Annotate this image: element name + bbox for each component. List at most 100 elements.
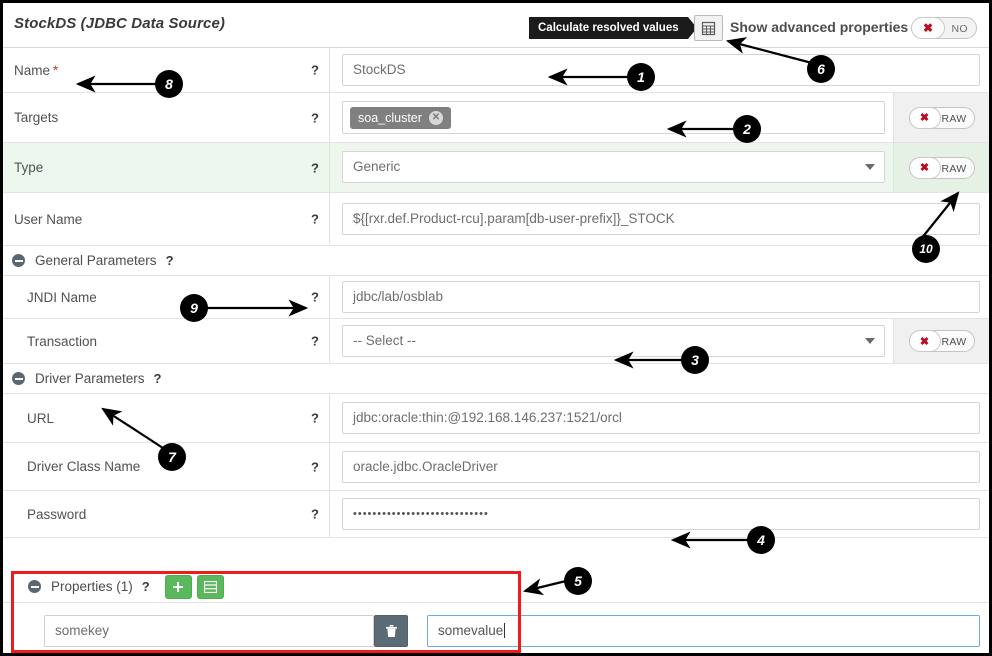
help-icon-general-parameters[interactable]: ? (165, 253, 174, 268)
page-title-name: StockDS (14, 15, 77, 32)
field-row-password: Password ? •••••••••••••••••••••••••••• (3, 491, 989, 538)
property-key-input[interactable]: somekey (44, 615, 374, 647)
plus-icon (173, 581, 184, 592)
section-title-properties: Properties (1) (51, 579, 133, 594)
trash-icon (385, 625, 397, 637)
section-header-properties[interactable]: Properties (1) ? (3, 571, 989, 603)
help-icon-password[interactable]: ? (311, 506, 319, 522)
annotation-badge-9: 9 (180, 294, 208, 322)
annotation-badge-1: 1 (627, 63, 655, 91)
driver-class-name-input[interactable]: oracle.jdbc.OracleDriver (342, 451, 980, 483)
field-label-cell-user-name: User Name ? (3, 193, 330, 245)
add-property-button[interactable] (164, 574, 192, 599)
field-label-cell-targets: Targets ? (3, 93, 330, 142)
raw-toggle-label: RAW (941, 336, 967, 348)
field-control-targets: soa_cluster ✕ ✖ RAW (330, 93, 989, 142)
section-header-general-parameters[interactable]: General Parameters ? (3, 246, 989, 276)
type-select-value: Generic (353, 159, 401, 174)
collapse-minus-icon[interactable] (28, 580, 41, 593)
type-raw-toggle[interactable]: ✖ RAW (908, 156, 975, 179)
text-cursor (504, 623, 506, 638)
chevron-down-icon (865, 164, 875, 170)
chip-soa-cluster[interactable]: soa_cluster ✕ (350, 106, 451, 129)
collapse-minus-icon[interactable] (12, 372, 25, 385)
property-value-input[interactable]: somevalue (427, 615, 980, 647)
user-name-input[interactable]: ${[rxr.def.Product-rcu].param[db-user-pr… (342, 203, 980, 235)
annotation-badge-10: 10 (912, 235, 940, 263)
annotation-badge-5: 5 (564, 567, 592, 595)
targets-raw-toggle[interactable]: ✖ RAW (908, 106, 975, 129)
field-label-cell-url: URL ? (3, 394, 330, 442)
field-control-jndi-name: jdbc/lab/osblab (330, 276, 989, 318)
help-icon-type[interactable]: ? (311, 160, 319, 175)
field-control-url: jdbc:oracle:thin:@192.168.146.237:1521/o… (330, 394, 989, 442)
help-icon-transaction[interactable]: ? (311, 333, 319, 349)
type-raw-cell: ✖ RAW (893, 143, 989, 192)
field-label-jndi-name: JNDI Name (27, 289, 97, 305)
chevron-down-icon (865, 338, 875, 344)
field-label-cell-jndi-name: JNDI Name ? (3, 276, 330, 318)
transaction-select[interactable]: -- Select -- (342, 325, 885, 357)
help-icon-jndi-name[interactable]: ? (311, 289, 319, 305)
raw-toggle-x-icon: ✖ (908, 330, 941, 352)
transaction-raw-toggle[interactable]: ✖ RAW (908, 330, 975, 352)
field-label-cell-driver-class-name: Driver Class Name ? (3, 443, 330, 490)
chip-remove-icon[interactable]: ✕ (428, 110, 443, 125)
field-control-driver-class-name: oracle.jdbc.OracleDriver (330, 443, 989, 490)
field-row-targets: Targets ? soa_cluster ✕ ✖ RAW (3, 93, 989, 143)
field-control-user-name: ${[rxr.def.Product-rcu].param[db-user-pr… (330, 193, 989, 245)
property-list-button[interactable] (196, 574, 224, 599)
field-label-name: Name* (14, 62, 59, 78)
targets-chip-input[interactable]: soa_cluster ✕ (342, 101, 885, 134)
section-title-driver-parameters: Driver Parameters (35, 371, 145, 386)
toggle-value-label: NO (951, 23, 968, 35)
chip-label: soa_cluster (358, 110, 422, 125)
jndi-name-input[interactable]: jdbc/lab/osblab (342, 281, 980, 313)
field-control-type: Generic ✖ RAW (330, 143, 989, 192)
field-control-password: •••••••••••••••••••••••••••• (330, 491, 989, 537)
field-label-url: URL (27, 410, 55, 426)
show-advanced-properties-toggle[interactable]: ✖ NO (911, 17, 977, 39)
calculator-icon (701, 21, 716, 35)
type-select[interactable]: Generic (342, 151, 885, 183)
field-row-user-name: User Name ? ${[rxr.def.Product-rcu].para… (3, 193, 989, 246)
transaction-select-value: -- Select -- (353, 333, 417, 348)
field-row-jndi-name: JNDI Name ? jdbc/lab/osblab (3, 276, 989, 319)
field-row-driver-class-name: Driver Class Name ? oracle.jdbc.OracleDr… (3, 443, 989, 491)
field-label-driver-class-name: Driver Class Name (27, 459, 141, 474)
help-icon-driver-class-name[interactable]: ? (311, 459, 319, 474)
help-icon-name[interactable]: ? (311, 62, 319, 78)
raw-toggle-label: RAW (941, 112, 967, 125)
field-control-transaction: -- Select -- ✖ RAW (330, 319, 989, 363)
field-label-cell-password: Password ? (3, 491, 330, 537)
field-label-type: Type (14, 160, 44, 175)
property-row: somekey somevalue (3, 603, 989, 653)
list-icon (203, 580, 217, 593)
help-icon-properties[interactable]: ? (141, 579, 150, 594)
name-input[interactable]: StockDS (342, 54, 980, 86)
annotation-badge-6: 6 (807, 55, 835, 83)
annotation-badge-4: 4 (747, 526, 775, 554)
section-header-driver-parameters[interactable]: Driver Parameters ? (3, 364, 989, 394)
annotation-badge-2: 2 (733, 115, 761, 143)
help-icon-driver-parameters[interactable]: ? (153, 371, 162, 386)
help-icon-url[interactable]: ? (311, 410, 319, 426)
property-value-text: somevalue (438, 623, 504, 638)
delete-property-button[interactable] (374, 615, 408, 647)
field-row-type: Type ? Generic ✖ RAW (3, 143, 989, 193)
calculate-resolved-values-tooltip: Calculate resolved values (529, 17, 697, 39)
targets-raw-cell: ✖ RAW (893, 93, 989, 142)
help-icon-user-name[interactable]: ? (311, 211, 319, 227)
calculate-resolved-values-button[interactable] (694, 15, 723, 41)
show-advanced-properties-label: Show advanced properties (730, 19, 909, 35)
password-input[interactable]: •••••••••••••••••••••••••••• (342, 498, 980, 530)
raw-toggle-x-icon: ✖ (908, 156, 941, 179)
required-asterisk: * (53, 62, 59, 78)
field-control-name: StockDS (330, 48, 989, 92)
page-title-type: (JDBC Data Source) (76, 15, 225, 32)
raw-toggle-x-icon: ✖ (908, 106, 941, 129)
url-input[interactable]: jdbc:oracle:thin:@192.168.146.237:1521/o… (342, 402, 980, 434)
field-row-name: Name* ? StockDS (3, 48, 989, 93)
help-icon-targets[interactable]: ? (311, 110, 319, 125)
collapse-minus-icon[interactable] (12, 254, 25, 267)
